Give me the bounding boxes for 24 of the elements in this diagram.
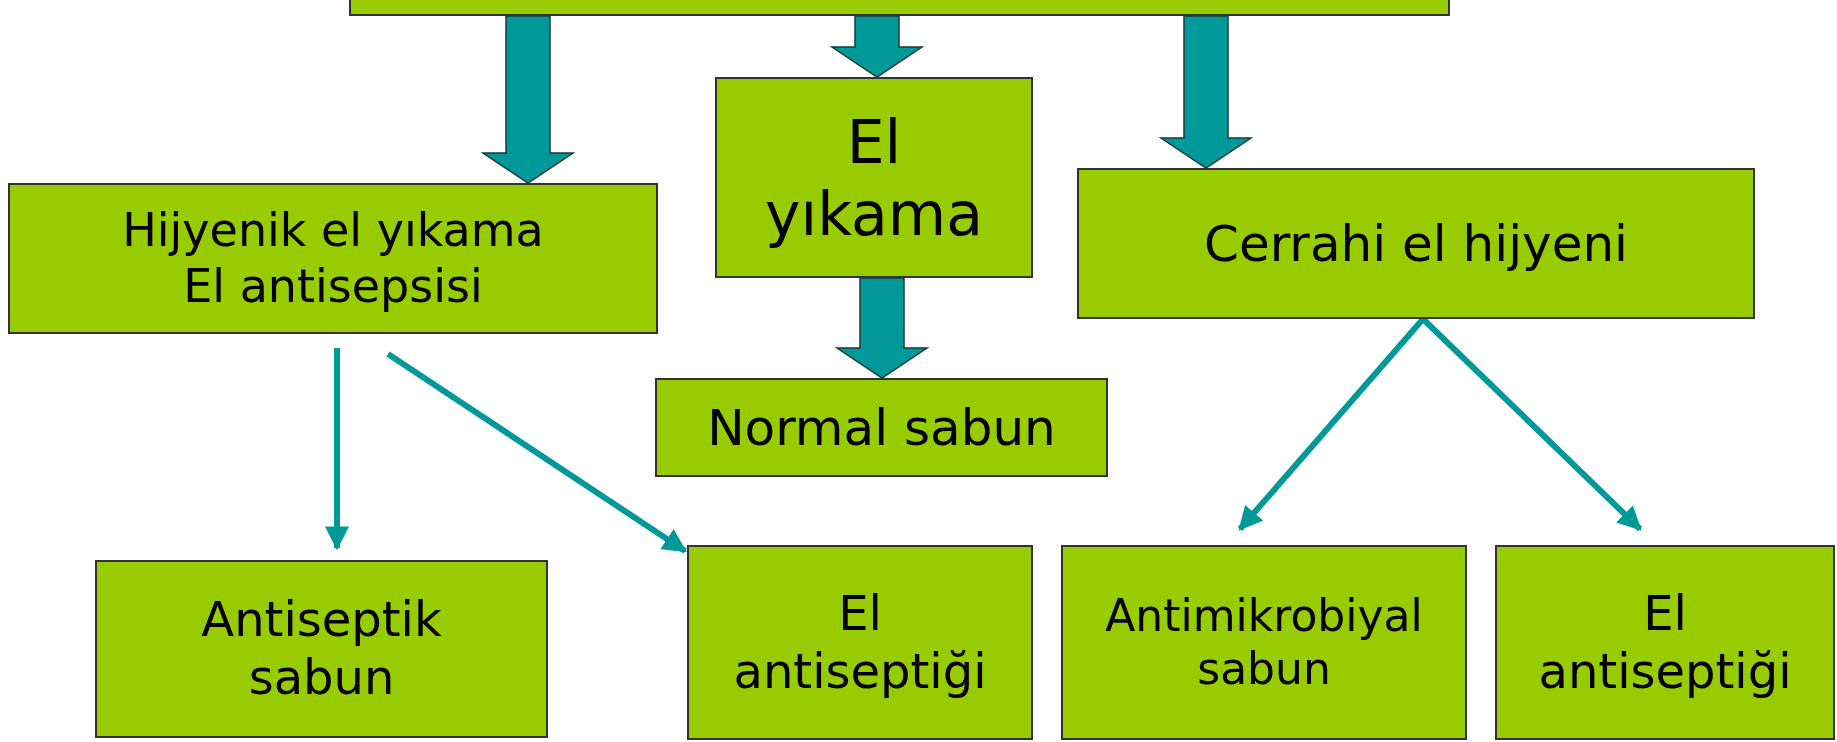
box-label: El yıkama (764, 105, 984, 250)
box (349, 0, 1450, 16)
process-box (1061, 545, 1467, 740)
arrow (386, 351, 687, 554)
block-arrow (834, 277, 930, 379)
box-label: El antiseptiği (732, 584, 988, 701)
process-box (655, 378, 1108, 477)
block-arrow (1158, 15, 1254, 169)
box-label: Hijyenik el yıkama El antisepsisi (121, 203, 545, 314)
box-label: Antimikrobiyal sabun (1104, 589, 1424, 696)
process-box (715, 77, 1033, 278)
box-label: Antiseptik sabun (200, 591, 443, 707)
process-box (1495, 545, 1835, 740)
box-label: Normal sabun (707, 397, 1056, 458)
process-box (8, 183, 658, 334)
arrow (325, 348, 349, 551)
block-arrow (480, 15, 576, 184)
process-box (1077, 168, 1755, 319)
block-arrow (829, 15, 925, 78)
box-label: Cerrahi el hijyeni (1204, 213, 1628, 274)
box-label: El antiseptiği (1537, 584, 1793, 701)
process-box (687, 545, 1033, 740)
process-box (95, 560, 548, 738)
arrow (1237, 317, 1426, 531)
